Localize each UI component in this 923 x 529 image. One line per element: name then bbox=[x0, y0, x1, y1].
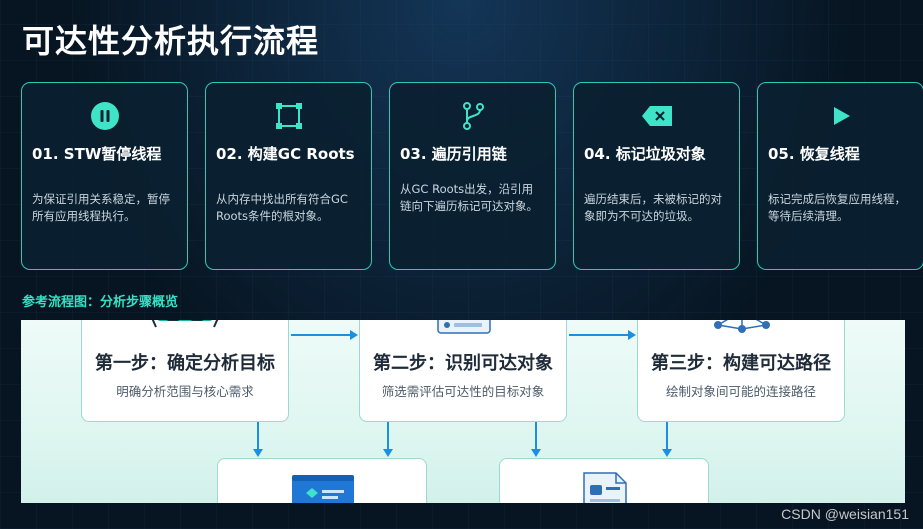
card-description: 遍历结束后，未被标记的对象即为不可达的垃圾。 bbox=[584, 192, 722, 223]
card-title: 03. 遍历引用链 bbox=[400, 145, 507, 163]
document-list-icon bbox=[436, 320, 492, 335]
backspace-icon bbox=[574, 101, 739, 131]
card-description: 标记完成后恢复应用线程，等待后续清理。 bbox=[768, 192, 906, 223]
flow-arrow-right bbox=[569, 330, 636, 340]
step-card-1: 01. STW暂停线程 为保证引用关系稳定，暂停所有应用线程执行。 bbox=[21, 82, 188, 270]
code-window-icon bbox=[292, 475, 354, 503]
flow-step-1: 第一步：确定分析目标 明确分析范围与核心需求 bbox=[81, 320, 289, 422]
bounding-box-icon bbox=[206, 101, 371, 131]
flow-step-2: 第二步：识别可达对象 筛选需评估可达性的目标对象 bbox=[359, 320, 567, 422]
id-document-icon bbox=[580, 471, 630, 503]
flow-step-subtitle: 筛选需评估可达性的目标对象 bbox=[381, 384, 545, 399]
play-icon bbox=[758, 101, 923, 131]
step-card-4: 04. 标记垃圾对象 遍历结束后，未被标记的对象即为不可达的垃圾。 bbox=[573, 82, 740, 270]
step-card-2: 02. 构建GC Roots 从内存中找出所有符合GC Roots条件的根对象。 bbox=[205, 82, 372, 270]
card-title: 04. 标记垃圾对象 bbox=[584, 145, 706, 163]
flow-step-4 bbox=[217, 458, 427, 503]
card-description: 从内存中找出所有符合GC Roots条件的根对象。 bbox=[216, 192, 348, 223]
card-title: 01. STW暂停线程 bbox=[32, 145, 162, 163]
network-graph-icon bbox=[710, 320, 774, 335]
flow-arrow-down bbox=[253, 422, 263, 457]
flow-step-3: 第三步：构建可达路径 绘制对象间可能的连接路径 bbox=[637, 320, 845, 422]
card-title: 02. 构建GC Roots bbox=[216, 145, 355, 163]
card-title: 05. 恢复线程 bbox=[768, 145, 860, 163]
flow-step-5 bbox=[499, 458, 709, 503]
flow-arrow-down bbox=[662, 422, 672, 457]
flow-arrow-down bbox=[383, 422, 393, 457]
flow-step-subtitle: 明确分析范围与核心需求 bbox=[116, 384, 254, 399]
branch-icon bbox=[390, 101, 555, 131]
step-card-3: 03. 遍历引用链 从GC Roots出发，沿引用链向下遍历标记可达对象。 bbox=[389, 82, 556, 270]
reference-label: 参考流程图：分析步骤概览 bbox=[22, 295, 179, 310]
card-description: 从GC Roots出发，沿引用链向下遍历标记可达对象。 bbox=[400, 182, 538, 213]
flow-arrow-right bbox=[291, 330, 358, 340]
page-title: 可达性分析执行流程 bbox=[22, 22, 320, 60]
flow-step-title: 第一步：确定分析目标 bbox=[95, 353, 275, 374]
team-illustration-icon bbox=[144, 320, 226, 329]
pause-icon bbox=[22, 101, 187, 131]
flow-arrow-down bbox=[531, 422, 541, 457]
watermark: CSDN @weisian151 bbox=[781, 506, 909, 522]
flow-step-title: 第二步：识别可达对象 bbox=[373, 353, 553, 374]
flow-diagram: 第一步：确定分析目标 明确分析范围与核心需求 第二步：识别可达对象 筛选需评估可… bbox=[21, 320, 905, 503]
flow-step-title: 第三步：构建可达路径 bbox=[651, 353, 831, 374]
flow-step-subtitle: 绘制对象间可能的连接路径 bbox=[665, 384, 816, 399]
card-description: 为保证引用关系稳定，暂停所有应用线程执行。 bbox=[32, 192, 170, 223]
step-card-5: 05. 恢复线程 标记完成后恢复应用线程，等待后续清理。 bbox=[757, 82, 923, 270]
